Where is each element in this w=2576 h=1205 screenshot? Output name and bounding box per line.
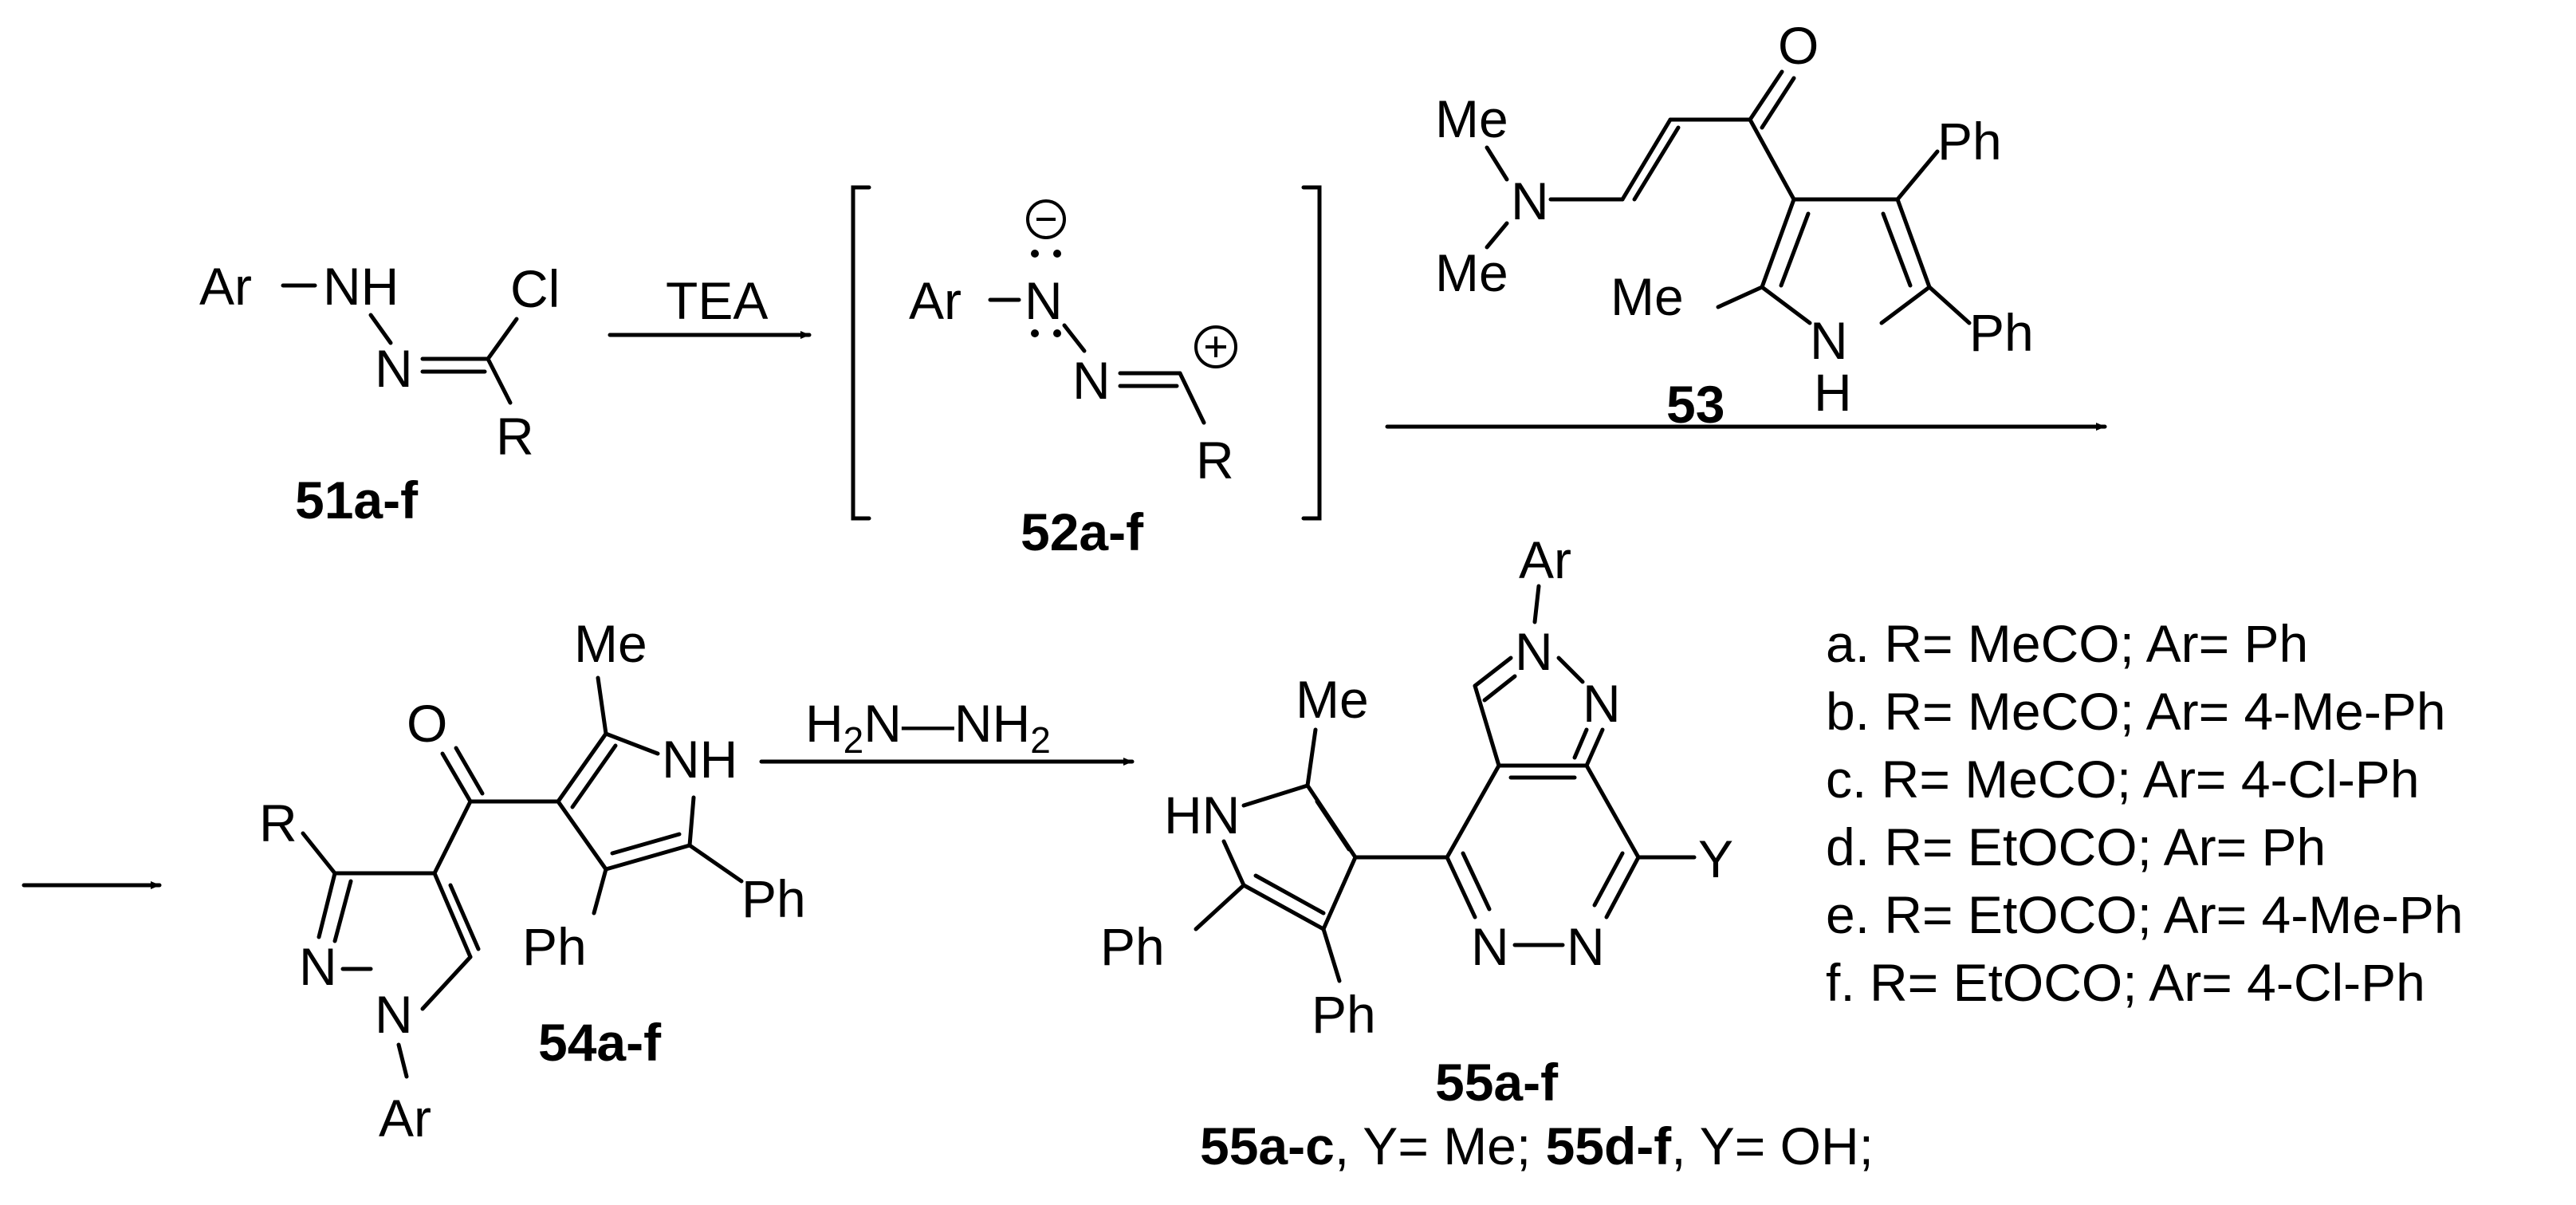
atom-h: H bbox=[1814, 363, 1852, 422]
compound-51: Ar NH N Cl R 51a-f bbox=[199, 257, 560, 530]
compound-55: HN Me Ph Ph N N Y N N bbox=[1100, 530, 1733, 1112]
atom-me: Me bbox=[1296, 670, 1369, 729]
arrow-hydrazine: H2N—NH2 bbox=[759, 694, 1135, 766]
atom-r: R bbox=[259, 793, 297, 853]
arrow-tea: TEA bbox=[608, 271, 812, 339]
atom-n: N bbox=[375, 339, 413, 398]
atom-ar: Ar bbox=[379, 1089, 431, 1148]
atom-me: Me bbox=[1610, 267, 1684, 326]
atom-n: N bbox=[1025, 271, 1063, 330]
atom-hn: HN bbox=[1164, 786, 1240, 845]
substituent-f: f. R= EtOCO; Ar= 4-Cl-Ph bbox=[1826, 953, 2425, 1012]
atom-ph: Ph bbox=[522, 917, 587, 976]
label-52: 52a-f bbox=[1021, 502, 1144, 561]
substituent-d: d. R= EtOCO; Ar= Ph bbox=[1826, 817, 2326, 876]
atom-n: N bbox=[1583, 674, 1621, 733]
atom-ph: Ph bbox=[741, 869, 806, 928]
atom-n: N bbox=[1567, 917, 1605, 976]
label-55: 55a-f bbox=[1435, 1053, 1559, 1112]
atom-n: N bbox=[1072, 351, 1111, 410]
compound-54: R N N Ar O NH Me Ph Ph 54a-f bbox=[259, 614, 806, 1148]
minus-charge-icon bbox=[1026, 199, 1066, 239]
atom-nh: NH bbox=[662, 730, 737, 789]
substituent-a: a. R= MeCO; Ar= Ph bbox=[1826, 614, 2308, 673]
atom-n: N bbox=[299, 937, 337, 996]
atom-cl: Cl bbox=[510, 259, 560, 318]
footnote: 55a-c, Y= Me; 55d-f, Y= OH; bbox=[1200, 1116, 1874, 1175]
atom-r: R bbox=[1196, 431, 1234, 490]
atom-ph: Ph bbox=[1969, 303, 2034, 362]
label-51: 51a-f bbox=[295, 471, 419, 530]
footnote-bold-2: 55d-f bbox=[1546, 1116, 1673, 1175]
atom-o: O bbox=[407, 694, 447, 753]
substituent-b: b. R= MeCO; Ar= 4-Me-Ph bbox=[1826, 682, 2446, 741]
footnote-text-2: , Y= OH; bbox=[1671, 1116, 1874, 1175]
label-53: 53 bbox=[1666, 375, 1725, 434]
substituent-list: a. R= MeCO; Ar= Ph b. R= MeCO; Ar= 4-Me-… bbox=[1826, 614, 2464, 1012]
atom-me: Me bbox=[574, 614, 647, 673]
plus-charge-icon bbox=[1194, 325, 1237, 368]
label-54: 54a-f bbox=[538, 1013, 662, 1072]
atom-o: O bbox=[1778, 16, 1819, 75]
atom-nh: NH bbox=[323, 257, 399, 316]
compound-52: Ar N N R 52a-f bbox=[851, 185, 1322, 561]
atom-n: N bbox=[1511, 171, 1549, 230]
atom-ar: Ar bbox=[1519, 530, 1571, 589]
atom-n: N bbox=[375, 985, 413, 1044]
substituent-c: c. R= MeCO; Ar= 4-Cl-Ph bbox=[1826, 750, 2420, 809]
atom-me: Me bbox=[1435, 89, 1508, 148]
substituent-e: e. R= EtOCO; Ar= 4-Me-Ph bbox=[1826, 885, 2464, 944]
reagent-tea: TEA bbox=[666, 271, 768, 330]
svg-text:H2N—NH2: H2N—NH2 bbox=[805, 694, 1051, 761]
compound-53: Me Me N O N H Ph Ph Me 53 bbox=[1435, 16, 2034, 434]
footnote-bold-1: 55a-c bbox=[1200, 1116, 1335, 1175]
atom-ar: Ar bbox=[909, 271, 962, 330]
atom-n: N bbox=[1515, 622, 1553, 681]
atom-y: Y bbox=[1698, 829, 1733, 888]
atom-r: R bbox=[496, 407, 534, 466]
atom-ph: Ph bbox=[1100, 917, 1165, 976]
atom-n: N bbox=[1471, 917, 1509, 976]
atom-ph: Ph bbox=[1937, 112, 2002, 171]
atom-ph: Ph bbox=[1312, 985, 1376, 1044]
atom-n: N bbox=[1810, 311, 1848, 370]
footnote-text-1: , Y= Me; bbox=[1335, 1116, 1546, 1175]
atom-ar: Ar bbox=[199, 257, 252, 316]
atom-me: Me bbox=[1435, 243, 1508, 302]
